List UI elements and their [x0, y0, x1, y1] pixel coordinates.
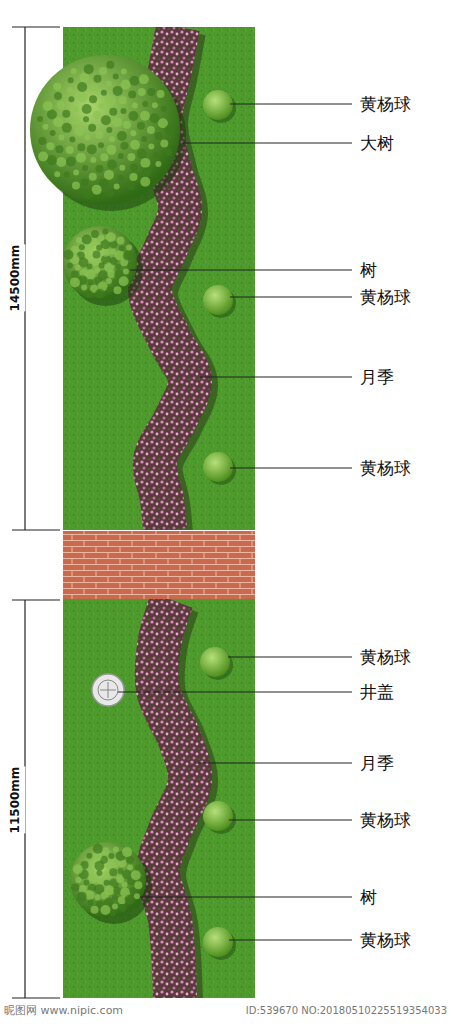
rose-bed: [157, 600, 191, 998]
plant-label: 树: [360, 887, 377, 907]
plant-label: 黄杨球: [360, 930, 411, 950]
plant-label: 大树: [360, 133, 394, 153]
tree-canopy: [70, 842, 152, 924]
tree-canopy: [63, 226, 143, 306]
plant-label: 黄杨球: [360, 458, 411, 478]
boxwood-ball: [203, 90, 233, 120]
boxwood-ball: [203, 452, 233, 482]
boxwood-ball: [200, 647, 230, 677]
plant-label: 黄杨球: [360, 647, 411, 667]
plant-label: 井盖: [360, 682, 394, 702]
plant-label: 黄杨球: [360, 810, 411, 830]
plant-label: 黄杨球: [360, 287, 411, 307]
boxwood-ball: [203, 801, 233, 831]
plant-label: 月季: [360, 367, 394, 387]
plant-label: 树: [360, 260, 377, 280]
plant-label: 黄杨球: [360, 94, 411, 114]
plant-label: 月季: [360, 753, 394, 773]
tree-canopy: [30, 55, 186, 211]
dimension: 14500mm: [5, 245, 25, 312]
dimension: 11500mm: [5, 767, 25, 834]
boxwood-ball: [203, 927, 233, 957]
watermark-id: ID:539670 NO:20180510225519354033: [246, 1001, 447, 1021]
watermark: 昵图网 www.nipic.com: [4, 1001, 123, 1021]
boxwood-ball: [203, 285, 233, 315]
